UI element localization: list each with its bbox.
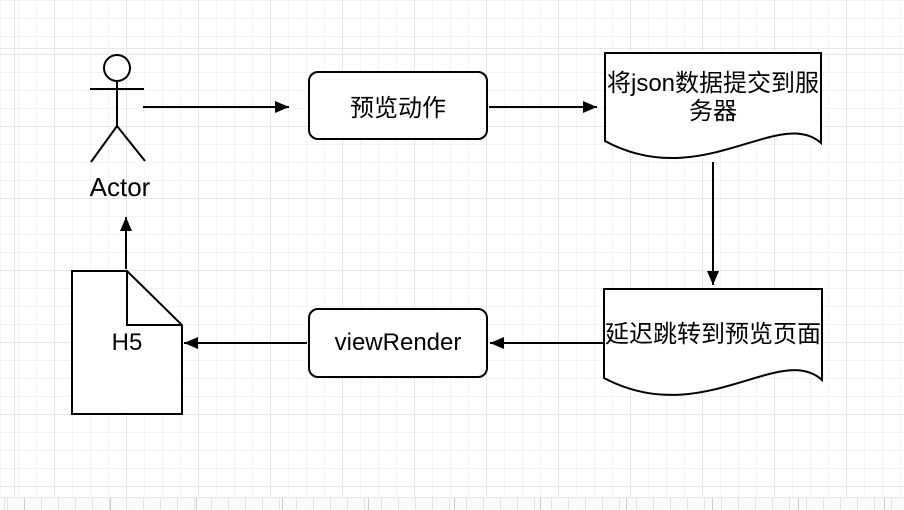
delay-redirect-document-shape[interactable] [603,288,823,396]
actor-label: Actor [70,172,170,202]
preview-action-node[interactable]: 预览动作 [308,71,488,140]
h5-label: H5 [72,327,182,359]
submit-json-label: 将json数据提交到服 务器 [605,56,821,140]
h5-note-fold [126,271,182,326]
submit-json-label-line1: 将json数据提交到服 [606,70,820,97]
actor-head [103,54,131,82]
submit-json-label-line2: 务器 [689,98,737,125]
page-edge-ruler [0,497,904,510]
delay-redirect-label: 延迟跳转到预览页面 [604,289,822,380]
h5-note-outline [71,270,183,415]
view-render-node[interactable]: viewRender [308,308,488,378]
submit-json-document-shape[interactable] [604,52,822,160]
h5-label-text: H5 [111,329,143,356]
actor-body [90,81,146,163]
actor-label-text: Actor [89,172,151,202]
preview-action-label: 预览动作 [350,95,446,122]
view-render-label: viewRender [334,329,462,356]
h5-note-shape[interactable] [71,270,183,415]
actor-node[interactable] [90,54,146,163]
delay-redirect-label-text: 延迟跳转到预览页面 [605,320,821,348]
